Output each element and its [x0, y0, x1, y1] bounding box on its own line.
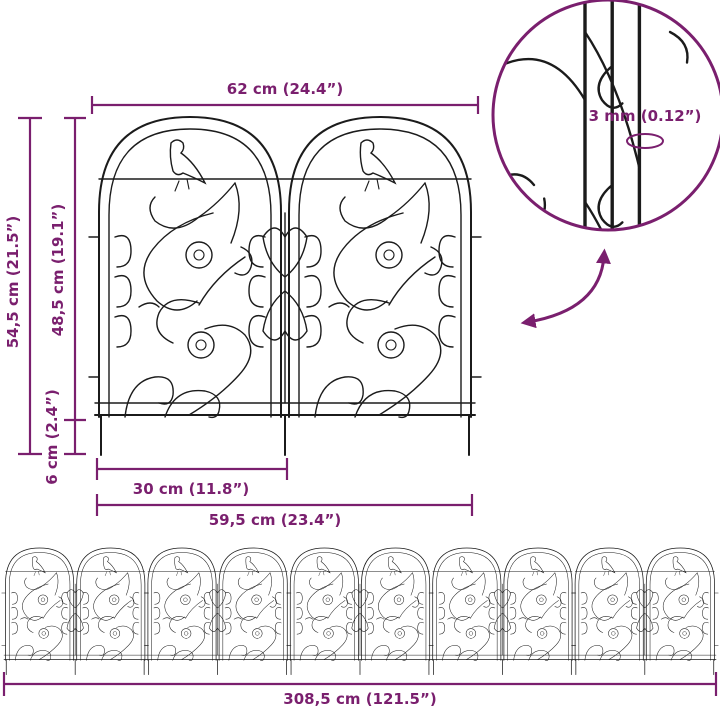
dim-stake-spacing [95, 458, 289, 480]
label-stake-span: 59,5 cm (23.4”) [209, 511, 342, 529]
dim-panel-width [90, 96, 480, 114]
strip-panel [2, 548, 149, 675]
strip-panel [287, 548, 434, 675]
curved-arrow-icon [520, 248, 611, 329]
dim-stake-height [64, 420, 86, 456]
strip-panel [429, 548, 576, 675]
strip-panel [571, 548, 718, 675]
strip-panel [144, 548, 291, 675]
magnifier-circle-icon [491, 0, 720, 232]
dim-panel-height [64, 116, 86, 422]
label-stake-height-cm: 6 cm (2.4”) [43, 389, 61, 485]
dim-total-length [2, 672, 718, 696]
fence-strip [2, 548, 718, 675]
dim-stake-span [95, 494, 474, 516]
label-panel-height: 48,5 cm (19.1”) [49, 204, 67, 337]
dim-total-height [18, 116, 42, 456]
label-panel-width: 62 cm (24.4”) [227, 80, 343, 98]
fence-panel-drawing [89, 117, 481, 455]
label-total-height: 54,5 cm (21.5”) [4, 216, 22, 349]
label-stake-spacing: 30 cm (11.8”) [133, 480, 249, 498]
label-wire-thickness: 3 mm (0.12”) [589, 107, 702, 125]
label-total-length: 308,5 cm (121.5”) [283, 690, 436, 708]
